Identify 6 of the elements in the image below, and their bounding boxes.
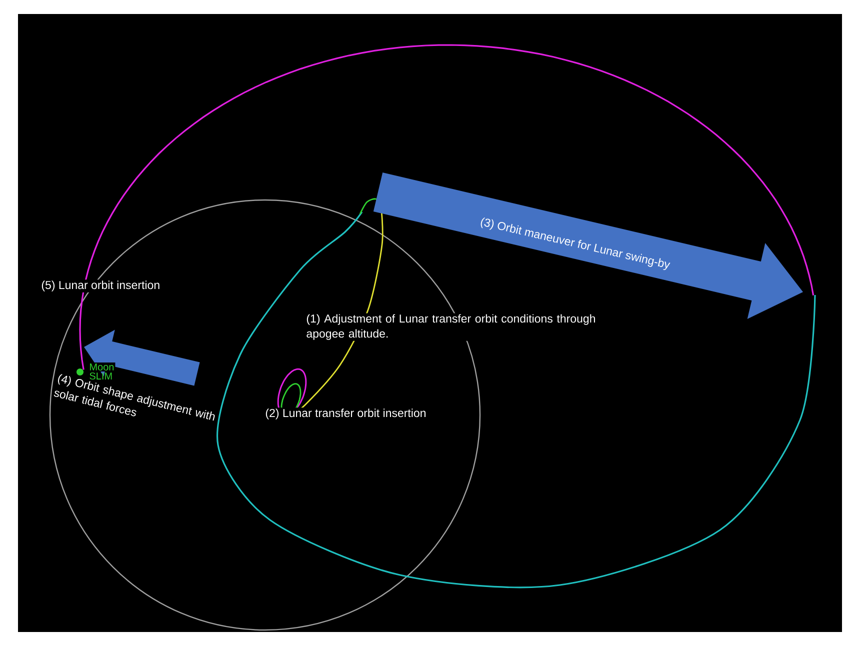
spacecraft-label: SLIM [90, 372, 112, 380]
text-label: (5) Lunar orbit insertion [40, 280, 162, 292]
moon-label: Moon [88, 362, 116, 372]
step-label: (1) Adjustment of Lunar transfer orbit conditions through apogee altitude. [305, 313, 598, 341]
arrow-label: (3) Orbit maneuver for Lunar swing-by [480, 218, 670, 270]
step-label: (2) Lunar transfer orbit insertion [264, 408, 428, 420]
